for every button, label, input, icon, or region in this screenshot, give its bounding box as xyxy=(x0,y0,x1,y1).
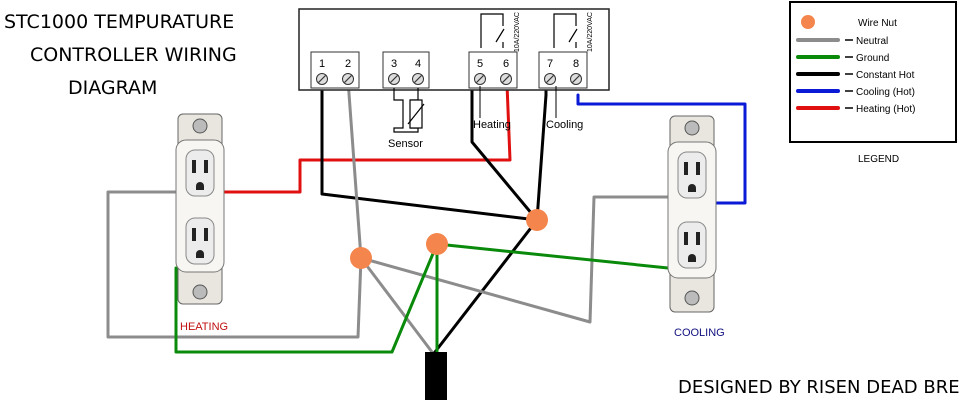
legend-label: Constant Hot xyxy=(856,70,915,81)
wires xyxy=(106,78,747,400)
heating-relay-rating: 10A/220VAC xyxy=(514,12,521,52)
terminal-8: 8 xyxy=(570,58,582,85)
terminal-strip: 1 2 3 4 5 6 7 8 xyxy=(310,51,588,89)
cooling-hot-wire xyxy=(576,93,747,205)
heating-outlet-lower-receptacle xyxy=(185,217,215,265)
wire-nuts xyxy=(350,209,548,269)
cooling-outlet-lower-receptacle xyxy=(677,221,707,269)
terminal-number: 2 xyxy=(345,58,351,70)
legend-label: Ground xyxy=(856,53,889,64)
terminal-3: 3 xyxy=(388,58,400,85)
terminal-number: 5 xyxy=(477,58,483,70)
terminal-number: 1 xyxy=(319,58,325,70)
wire-nut-ground-icon xyxy=(426,233,448,255)
heating-outlet: HEATING xyxy=(175,113,228,333)
heating-outlet-top-screw-icon xyxy=(192,118,208,134)
wire-nut-hot-icon xyxy=(526,209,548,231)
ground-wire-heating-outlet xyxy=(174,242,439,354)
neutral-wire-supply xyxy=(359,256,434,354)
neutral-wire-heating-outlet xyxy=(106,190,363,339)
cooling-terminal-label: Cooling xyxy=(546,119,583,131)
title-line-1: STC1000 TEMPURATURE xyxy=(4,11,234,33)
heating-terminal-label: Heating xyxy=(473,119,511,131)
ground-wire-cooling-outlet xyxy=(435,242,670,270)
legend-item: Constant Hot xyxy=(796,70,915,81)
heating-outlet-label: HEATING xyxy=(180,321,228,333)
screw-slot xyxy=(344,75,352,83)
screw-slot xyxy=(414,75,422,83)
terminal-5: 5 xyxy=(474,58,486,85)
cooling-outlet-label: COOLING xyxy=(674,327,725,339)
hot-wire-term1 xyxy=(320,78,539,222)
heating-outlet-upper-receptacle xyxy=(185,149,215,197)
hot-wire-term7 xyxy=(535,84,548,222)
screw-slot xyxy=(476,75,484,83)
heating-outlet-bottom-screw-icon xyxy=(192,284,208,300)
legend-item: Cooling (Hot) xyxy=(796,87,915,98)
screw-slot xyxy=(502,75,510,83)
diagram-title: STC1000 TEMPURATURE CONTROLLER WIRING DI… xyxy=(4,11,237,99)
cooling-outlet-upper-receptacle xyxy=(677,151,707,199)
terminal-number: 4 xyxy=(415,58,421,70)
legend-label: Neutral xyxy=(856,36,888,47)
screw-slot xyxy=(546,75,554,83)
wire-nut-neutral-icon xyxy=(350,247,372,269)
stc1000-controller: 1 2 3 4 5 6 7 8 10A/220VAC 10A/220VAC Sensor He… xyxy=(298,8,610,150)
legend-item: Wire Nut xyxy=(801,15,897,29)
cooling-relay-rating: 10A/220VAC xyxy=(587,12,594,52)
cooling-outlet-bottom-screw-icon xyxy=(684,290,700,306)
hot-wire-term5 xyxy=(470,84,539,222)
screw-slot xyxy=(390,75,398,83)
cooling-outlet-top-screw-icon xyxy=(684,120,700,136)
legend-item: Neutral xyxy=(796,36,888,47)
terminal-6: 6 xyxy=(500,58,512,85)
sensor-label: Sensor xyxy=(388,138,423,150)
heating-hot-wire xyxy=(210,82,512,194)
screw-slot xyxy=(318,75,326,83)
terminal-number: 7 xyxy=(547,58,553,70)
terminal-number: 8 xyxy=(573,58,579,70)
title-line-2: CONTROLLER WIRING xyxy=(30,44,237,66)
legend-item: Heating (Hot) xyxy=(796,104,915,115)
heating-relay-symbol xyxy=(480,13,505,48)
terminal-2: 2 xyxy=(342,58,354,85)
designer-credit: DESIGNED BY RISEN DEAD BREWING xyxy=(678,377,960,398)
terminal-7: 7 xyxy=(544,58,556,85)
sensor-symbol xyxy=(393,88,425,133)
terminal-4: 4 xyxy=(412,58,424,85)
cooling-outlet: COOLING xyxy=(667,115,725,339)
terminal-number: 3 xyxy=(391,58,397,70)
legend-label: Cooling (Hot) xyxy=(856,87,915,98)
cooling-relay-symbol xyxy=(553,13,578,48)
terminal-1: 1 xyxy=(316,58,328,85)
neutral-wire-term2 xyxy=(346,78,363,260)
title-line-3: DIAGRAM xyxy=(68,77,157,99)
legend-title: LEGEND xyxy=(858,154,899,165)
neutral-wire-cooling-outlet xyxy=(359,195,670,324)
legend-item: Ground xyxy=(796,53,889,64)
supply-cord xyxy=(425,352,447,400)
hot-wire-supply xyxy=(433,218,539,354)
legend-label: Heating (Hot) xyxy=(856,104,915,115)
terminal-number: 6 xyxy=(503,58,509,70)
screw-slot xyxy=(572,75,580,83)
legend-wire-nut-icon xyxy=(801,15,815,29)
legend-label: Wire Nut xyxy=(858,18,897,29)
